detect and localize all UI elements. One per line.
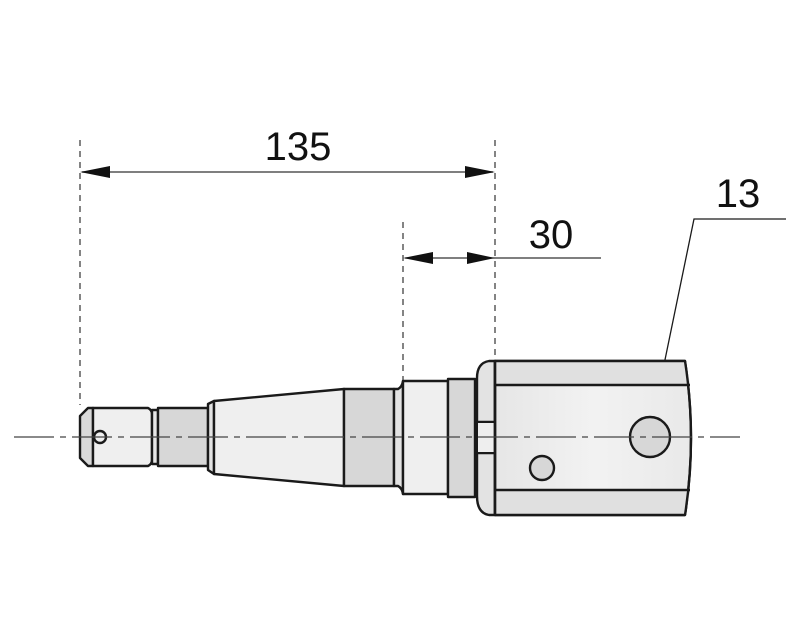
dimension-label-overall: 135 <box>265 125 332 169</box>
seal-collar <box>446 377 477 499</box>
small-hole <box>528 454 556 482</box>
dimension-label-hole: 13 <box>716 172 761 216</box>
arrowhead-left-icon <box>80 166 110 178</box>
arrowhead-right-icon <box>467 252 495 264</box>
dimension-label-shoulder: 30 <box>529 213 574 257</box>
arrowhead-right-icon <box>465 166 495 178</box>
knuckle-top-band <box>496 362 690 384</box>
leader-line <box>652 218 786 419</box>
knuckle-outline <box>493 359 693 517</box>
arrowhead-left-icon <box>403 252 433 264</box>
holes <box>92 415 672 482</box>
knuckle-bottom-band <box>496 491 690 514</box>
axle-part <box>78 359 693 517</box>
extension-lines <box>79 140 496 405</box>
dimension-shoulder-length: 30 <box>403 213 601 264</box>
dimension-overall-length: 135 <box>80 125 495 178</box>
